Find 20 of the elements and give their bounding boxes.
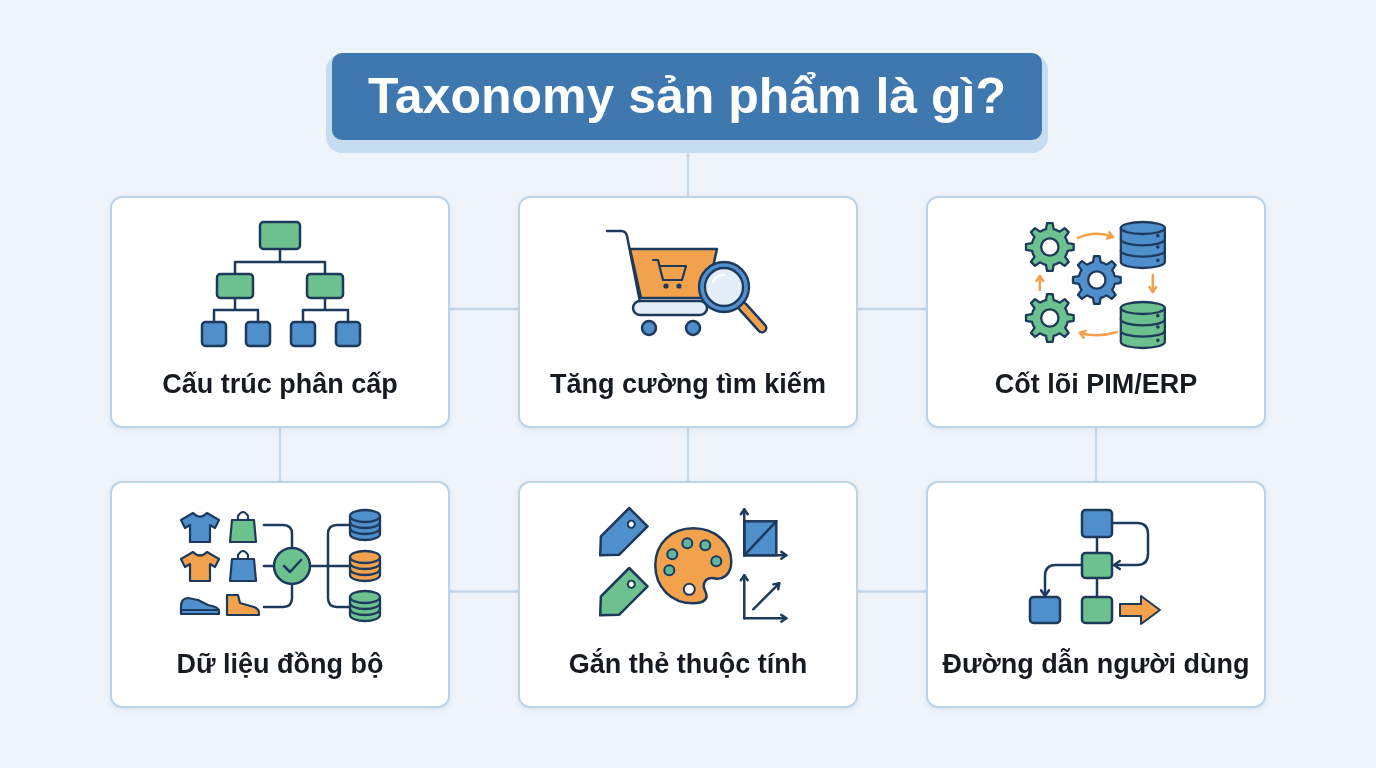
- topic-card: [926, 481, 1266, 708]
- card-label: Đường dẫn người dùng: [942, 648, 1250, 680]
- card-label: Dữ liệu đồng bộ: [176, 648, 384, 680]
- connector-line: [1094, 428, 1098, 481]
- connector-line: [450, 590, 518, 593]
- connector-line: [450, 307, 518, 311]
- title-text: Taxonomy sản phẩm là gì?: [367, 67, 1007, 126]
- topic-card: [110, 196, 450, 428]
- connector-line: [278, 428, 282, 481]
- card-label: Cấu trúc phân cấp: [162, 368, 398, 400]
- topic-card: [926, 196, 1266, 428]
- topic-card: [110, 481, 450, 708]
- connector-line: [858, 307, 926, 311]
- topic-card: [518, 481, 858, 708]
- connector-line: [858, 590, 926, 593]
- card-label: Gắn thẻ thuộc tính: [568, 648, 808, 680]
- card-label: Cốt lõi PIM/ERP: [994, 368, 1198, 400]
- card-label: Tăng cường tìm kiếm: [550, 368, 826, 400]
- topic-card: [518, 196, 858, 428]
- connector-line: [686, 428, 690, 481]
